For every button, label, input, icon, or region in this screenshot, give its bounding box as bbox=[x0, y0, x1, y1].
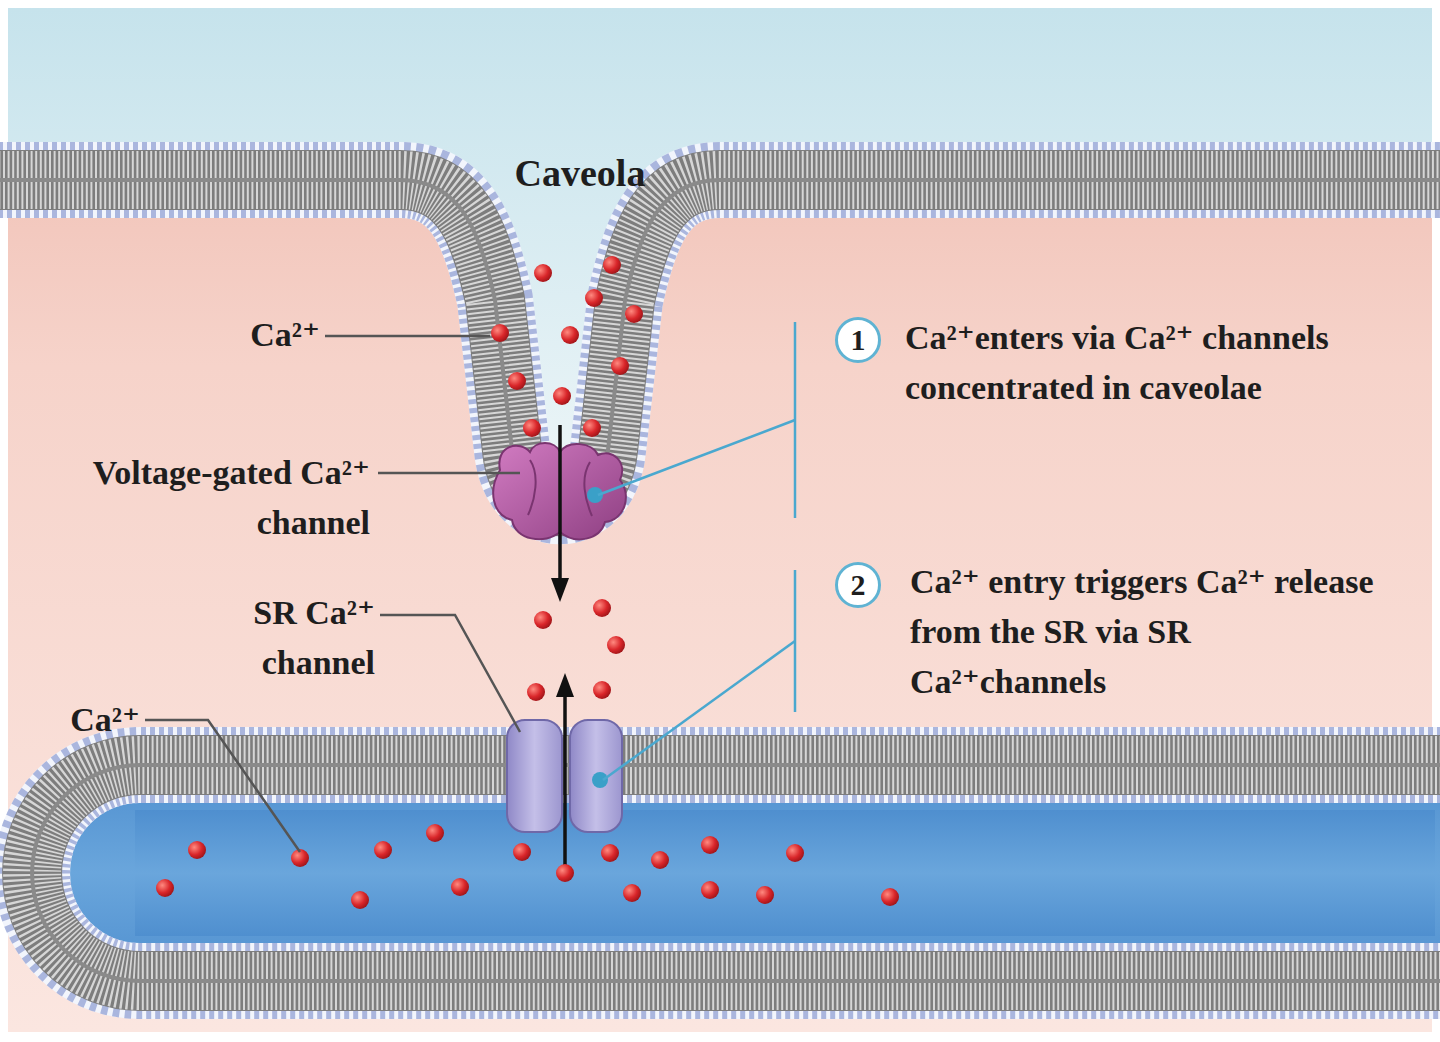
calcium-ion bbox=[601, 844, 619, 862]
calcium-ion bbox=[585, 289, 603, 307]
calcium-ion bbox=[625, 305, 643, 323]
calcium-ion bbox=[534, 611, 552, 629]
part-label: SR Ca²⁺ channel bbox=[170, 588, 375, 688]
calcium-ion bbox=[786, 844, 804, 862]
calcium-ion bbox=[534, 264, 552, 282]
part-label: Voltage-gated Ca²⁺ channel bbox=[80, 448, 370, 548]
calcium-ion bbox=[651, 851, 669, 869]
calcium-ion bbox=[603, 256, 621, 274]
calcium-ion bbox=[623, 884, 641, 902]
calcium-ion bbox=[756, 886, 774, 904]
calcium-ion bbox=[881, 888, 899, 906]
calcium-ion bbox=[508, 372, 526, 390]
calcium-ion bbox=[523, 419, 541, 437]
step-description: Ca²⁺enters via Ca²⁺ channels concentrate… bbox=[905, 313, 1405, 413]
calcium-ion bbox=[527, 683, 545, 701]
step-description: Ca²⁺ entry triggers Ca²⁺ release from th… bbox=[910, 557, 1380, 707]
calcium-ion bbox=[593, 681, 611, 699]
calcium-ion bbox=[351, 891, 369, 909]
calcium-ion bbox=[374, 841, 392, 859]
callout-circle: 1 bbox=[835, 317, 881, 363]
ion-label: Ca²⁺ bbox=[150, 310, 320, 360]
calcium-ion bbox=[188, 841, 206, 859]
calcium-ion bbox=[156, 879, 174, 897]
calcium-ion bbox=[513, 843, 531, 861]
calcium-ion bbox=[611, 357, 629, 375]
calcium-ion bbox=[607, 636, 625, 654]
extracellular-space bbox=[8, 8, 1432, 506]
calcium-ion bbox=[561, 326, 579, 344]
calcium-ion bbox=[556, 864, 574, 882]
calcium-ion bbox=[451, 878, 469, 896]
ion-label: Ca²⁺ bbox=[20, 695, 140, 745]
calcium-ion bbox=[491, 324, 509, 342]
calcium-ions bbox=[156, 256, 899, 909]
calcium-ion bbox=[583, 419, 601, 437]
callout-circle: 2 bbox=[835, 562, 881, 608]
calcium-ion bbox=[426, 824, 444, 842]
callout-brackets bbox=[598, 322, 795, 780]
flux-arrows bbox=[551, 425, 574, 875]
calcium-ion bbox=[553, 387, 571, 405]
callout-number: 1 bbox=[851, 325, 866, 355]
calcium-ion bbox=[701, 881, 719, 899]
calcium-ion bbox=[593, 599, 611, 617]
leader-lines bbox=[145, 336, 520, 852]
region-label: Caveola bbox=[440, 148, 720, 198]
sarcoplasmic-reticulum bbox=[32, 765, 1440, 981]
calcium-ion bbox=[701, 836, 719, 854]
callout-number: 2 bbox=[851, 570, 866, 600]
